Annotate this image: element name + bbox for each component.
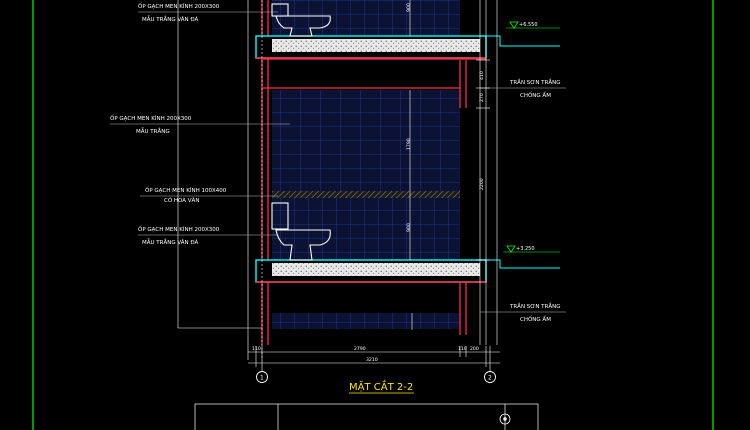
dim-410: 410: [479, 71, 485, 80]
label-ceiling-1-note: CHỐNG ẨM: [520, 91, 551, 99]
middle-tile-wall: [272, 90, 460, 191]
dim-270: 270: [479, 93, 485, 102]
axis-1-label: 1: [260, 375, 264, 382]
dim-110a: 110: [252, 346, 261, 352]
label-ceiling-1: TRẦN SƠN TRẮNG: [509, 78, 561, 86]
level-marker-upper: +6.550: [506, 21, 560, 29]
label-ceiling-2-note: CHỐNG ẨM: [520, 315, 551, 323]
lower-slab: [255, 259, 560, 283]
right-dim-ticks: [476, 59, 490, 261]
level-lower-value: +3.250: [516, 246, 535, 252]
label-top-tile: ỐP GẠCH MEN KÍNH 200X300: [138, 2, 220, 10]
dim-900: 900: [406, 223, 412, 232]
dim-2790: 2790: [354, 346, 366, 352]
axis-bubble-2: 2: [484, 371, 496, 383]
dim-110b: 110: [458, 346, 467, 352]
label-low-tile-color: MẪU TRẮNG VÂN ĐÁ: [142, 238, 199, 246]
lower-tile-wall: [272, 198, 460, 260]
upper-toilet-fixture: [271, 3, 331, 37]
dim-1790: 1790: [406, 138, 412, 150]
section-title: MẶT CẮT 2-2: [349, 379, 413, 393]
upper-slab: [255, 35, 560, 59]
horizontal-dimensions: [248, 346, 500, 372]
label-border-tile-color: CÓ HOA VĂN: [164, 197, 199, 204]
lower-toilet-fixture: [271, 202, 331, 261]
label-top-tile-color: MẪU TRẮNG VÂN ĐÁ: [142, 15, 199, 23]
next-drawing-outline: [194, 403, 539, 430]
upper-tile-wall: [272, 0, 460, 36]
label-mid-tile-color: MẪU TRẮNG: [136, 127, 170, 135]
axis-2-label: 2: [488, 375, 492, 382]
dim-200: 200: [470, 346, 479, 352]
axis-bubble-1: 1: [256, 371, 268, 383]
ceiling-tile-strip: [272, 313, 460, 329]
vertical-reference-lines: [177, 0, 498, 360]
drawing-frame: [32, 0, 714, 430]
dim-2200: 2200: [479, 178, 485, 190]
label-low-tile: ỐP GẠCH MEN KÍNH 200X300: [138, 225, 220, 233]
label-border-tile: ỐP GẠCH MEN KÍNH 100X400: [145, 186, 227, 194]
label-ceiling-2: TRẦN SƠN TRẮNG: [509, 302, 561, 310]
label-mid-tile: ỐP GẠCH MEN KÍNH 200X300: [110, 114, 192, 122]
level-upper-value: +6.550: [519, 22, 538, 28]
leader-lines: [110, 11, 566, 313]
level-marker-lower: +3.250: [503, 245, 560, 253]
dim-3210: 3210: [366, 357, 378, 363]
border-tile-band: [272, 191, 460, 198]
dim-top: 900: [406, 3, 412, 12]
